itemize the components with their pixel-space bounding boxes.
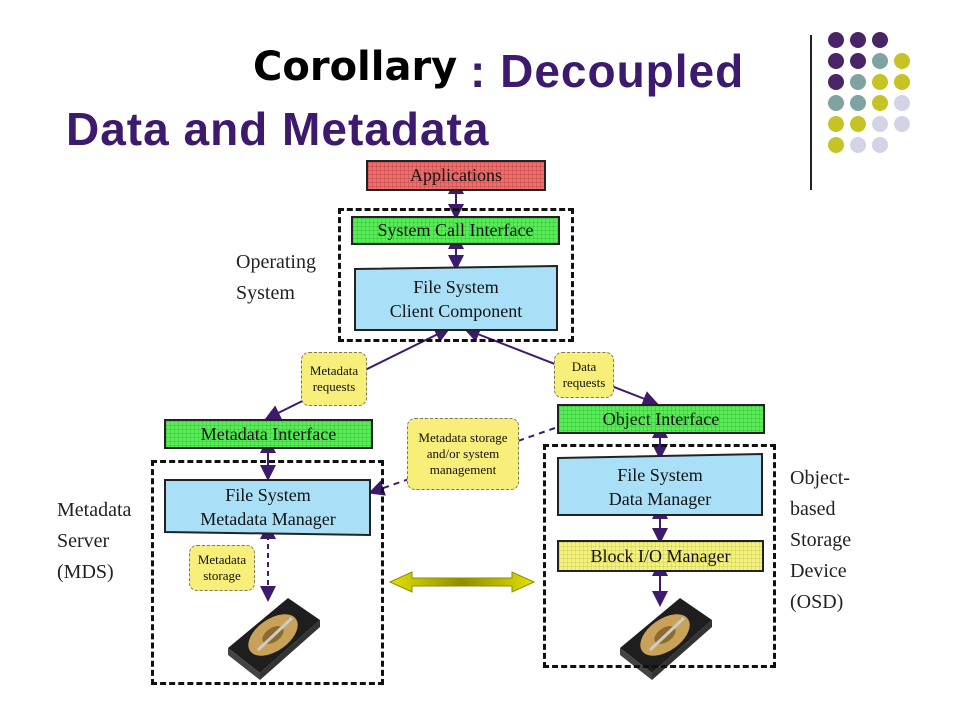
fs-client-label: File System Client Component (389, 277, 523, 321)
applications-box: Applications (366, 160, 546, 191)
fs-metadata-manager-label: File System Metadata Manager (200, 485, 336, 529)
fs-metadata-manager-shape (164, 479, 371, 537)
dot-pattern-icon (820, 32, 930, 167)
system-call-interface-box: System Call Interface (351, 216, 560, 245)
metadata-storage-note: Metadata storage (189, 545, 255, 591)
fs-client-shape (354, 264, 558, 331)
title-line2: Data and Metadata (66, 103, 490, 155)
fs-data-manager-shape (557, 452, 763, 516)
osd-label: Object- based Storage Device (OSD) (790, 467, 852, 613)
metadata-interface-box: Metadata Interface (164, 419, 373, 449)
corollary-label: Corollary (253, 44, 458, 90)
operating-system-group (338, 208, 574, 342)
operating-system-label: Operating System (236, 251, 316, 304)
title-divider (810, 35, 812, 190)
object-interface-box: Object Interface (557, 404, 765, 434)
block-io-manager-box: Block I/O Manager (557, 540, 764, 572)
metadata-storage-management-note: Metadata storage and/or system managemen… (407, 418, 519, 490)
title-line1: : Decoupled (470, 45, 745, 97)
data-requests-note: Data requests (554, 352, 614, 398)
mds-label: Metadata Server (MDS) (57, 499, 132, 583)
mds-osd-link (388, 571, 536, 593)
hard-disk-icon (228, 598, 320, 680)
hard-disk-icon (620, 598, 712, 680)
metadata-requests-note: Metadata requests (301, 352, 367, 406)
fs-data-manager-label: File System Data Manager (608, 465, 712, 509)
mds-group (151, 460, 384, 685)
osd-group (543, 444, 776, 668)
